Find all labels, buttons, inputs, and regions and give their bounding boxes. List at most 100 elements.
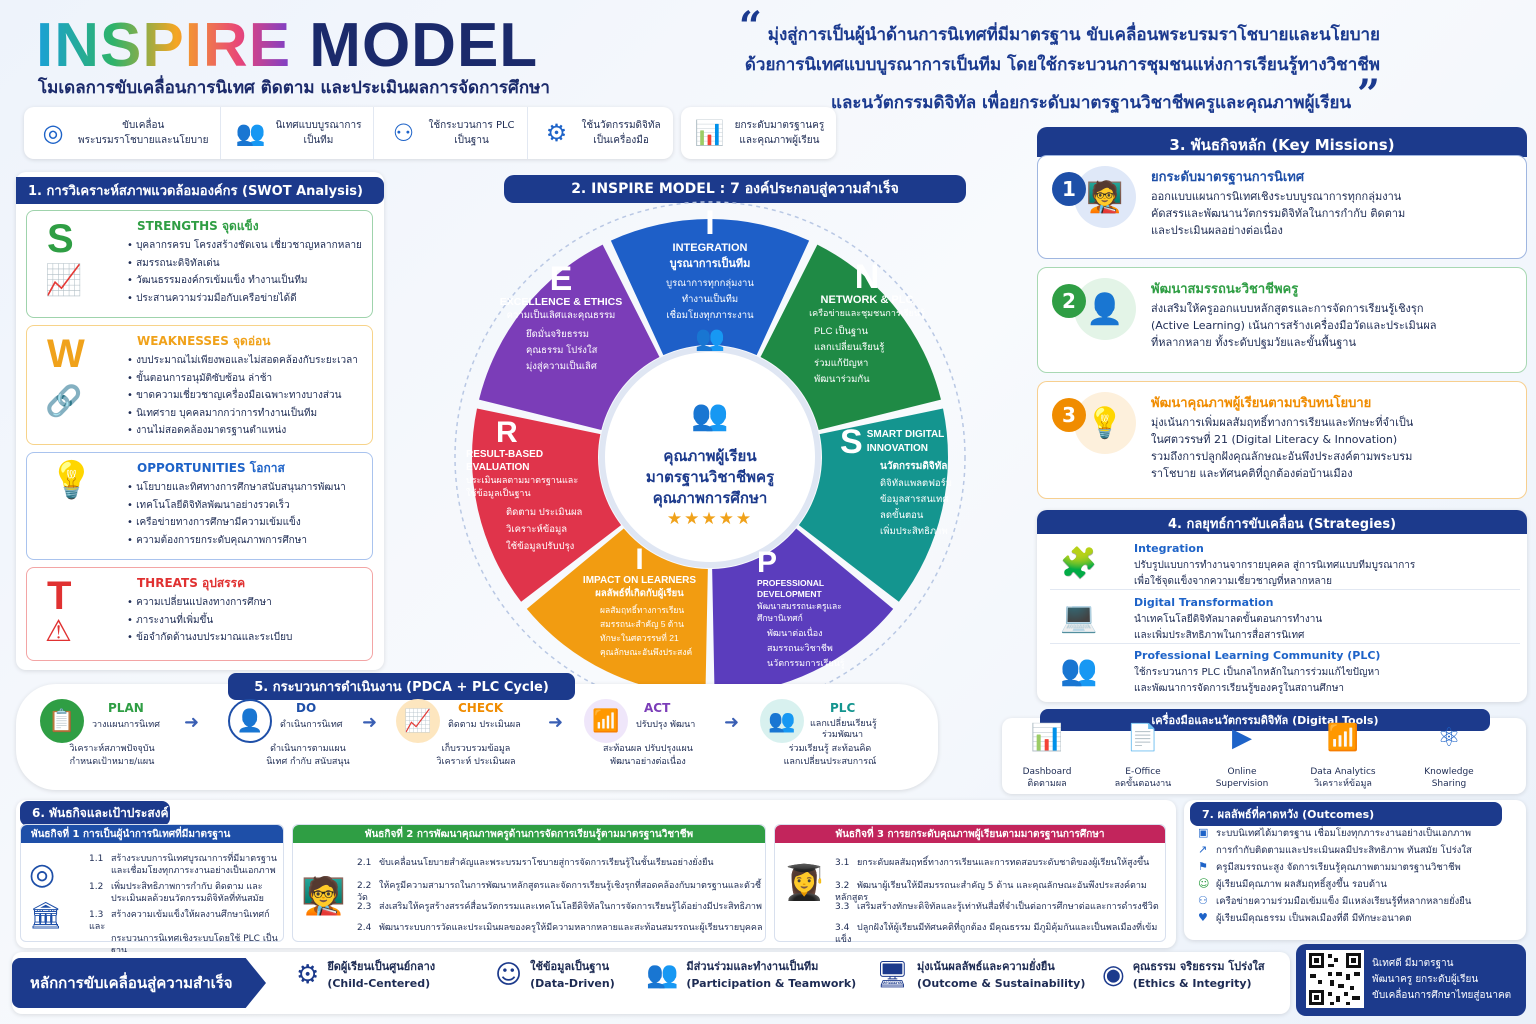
- lightbulb-icon: 💡: [49, 460, 94, 501]
- dashboard-icon: 📊: [1030, 723, 1064, 753]
- close-quote-icon: ”: [1356, 71, 1380, 118]
- wheel-center: [599, 346, 821, 568]
- list-item: เพิ่มประสิทธิภาพ: [880, 526, 948, 537]
- swot-opportunities: 💡 OPPORTUNITIES โอกาส นโยบายและทิศทางการ…: [26, 452, 373, 560]
- swot-threats: T ⚠ THREATS อุปสรรค ความเปลี่ยนแปลงทางกา…: [26, 567, 373, 661]
- list-item: ลดขั้นตอน: [880, 510, 924, 521]
- list-item: ความเปลี่ยนแปลงทางการศึกษา: [127, 594, 292, 612]
- page-title: INSPIRE MODEL: [36, 11, 539, 80]
- segment-integration: I INTEGRATION บูรณาการเป็นทีม บูรณาการทุ…: [640, 206, 780, 353]
- list-item: ทำงานเป็นทีม: [681, 294, 739, 305]
- outcomes-header: 7. ผลลัพธ์ที่คาดหวัง (Outcomes): [1190, 802, 1502, 826]
- list-item: ดิจิทัลแพลตฟอร์ม: [880, 478, 952, 489]
- list-item: วัฒนธรรมองค์กรเข้มแข็ง ทำงานเป็นทีม: [127, 272, 362, 290]
- qr-code-icon: [1306, 950, 1364, 1008]
- child-icon: ⚙: [296, 960, 320, 990]
- principle-outcome: 🖥 มุ่งเน้นผลลัพธ์และความยั่งยืน(Outcome …: [876, 960, 1086, 990]
- principle-teamwork: 👥 มีส่วนร่วมและทำงานเป็นทีม(Participatio…: [646, 960, 857, 990]
- list-item: ติดตาม ประเมินผล: [506, 507, 583, 518]
- list-item: ประสานความร่วมมือกับเครือข่ายได้ดี: [127, 290, 362, 308]
- segment-professional: P PROFESSIONAL DEVELOPMENT พัฒนาสมรรถนะค…: [757, 548, 877, 671]
- pill-standard: 📊 ยกระดับมาตรฐานครูและคุณภาพผู้เรียน: [681, 107, 837, 159]
- center-line-2: มาตรฐานวิชาชีพครู: [645, 468, 775, 486]
- students-icon: 👥: [691, 398, 729, 433]
- team-icon: 👥: [695, 325, 725, 352]
- arrow-right-icon: ➜: [184, 712, 200, 733]
- list-item: สมรรถนะดิจิทัลเด่น: [127, 255, 362, 273]
- list-item: เครือข่ายทางการศึกษามีความเข้มแข็ง: [127, 514, 346, 532]
- network-icon: ⚇: [392, 119, 415, 147]
- tools-header: เครื่องมือและนวัตกรรมดิจิทัล (Digital To…: [1040, 709, 1490, 731]
- system-icon: ▣: [1198, 826, 1209, 839]
- chart-icon: 📶: [584, 699, 628, 743]
- list-item: เชื่อมโยงทุกภาระงาน: [666, 310, 754, 321]
- swot-header: 1. การวิเคราะห์สภาพแวดล้อมองค์กร (SWOT A…: [16, 177, 384, 204]
- star-rating: ★★★★★: [666, 509, 754, 529]
- list-item: พัฒนาร่วมกัน: [814, 374, 870, 385]
- pdca-do: 👤 DO ดำเนินการนิเทศ ดำเนินการตามแผน นิเท…: [228, 697, 368, 769]
- arrow-right-icon: ➜: [362, 712, 378, 733]
- pill-team: 👥 นิเทศแบบบูรณาการเป็นทีม: [221, 107, 375, 159]
- puzzle-icon: 🧩: [1060, 546, 1098, 581]
- tool-eoffice: 📄 E-Office ลดขั้นตอนงาน: [1098, 723, 1188, 790]
- outcome-item: ↗การกำกับติดตามและประเมินผลมีประสิทธิภาพ…: [1198, 843, 1472, 856]
- team-icon: 👥: [235, 119, 266, 147]
- list-item: งบประมาณไม่เพียงพอและไม่สอดคล้องกับระยะเ…: [127, 352, 358, 370]
- principle-pills: ◎ ขับเคลื่อนพระบรมราโชบายและนโยบาย 👥 นิเ…: [24, 107, 837, 159]
- slogan-text: นิเทศดี มีมาตรฐาน พัฒนาครู ยกระดับผู้เรี…: [1372, 958, 1512, 1001]
- goal-group-2: พันธกิจที่ 2 การพัฒนาคุณภาพครูด้านการจัด…: [292, 824, 766, 942]
- chain-link-icon: 🔗: [45, 384, 83, 419]
- student-idea-icon: 💡: [1074, 392, 1136, 454]
- list-item: ขั้นตอนการอนุมัติซับซ้อน ล่าช้า: [127, 370, 358, 388]
- list-item: บูรณาการทุกกลุ่มงาน: [666, 278, 754, 289]
- list-item: เทคโนโลยีดิจิทัลพัฒนาอย่างรวดเร็ว: [127, 497, 346, 515]
- ethics-icon: ◉: [1102, 960, 1125, 990]
- principles-header: หลักการขับเคลื่อนสู่ความสำเร็จ: [12, 958, 266, 1008]
- list-item: ขาดความเชี่ยวชาญเครื่องมือเฉพาะทางบางส่ว…: [127, 387, 358, 405]
- list-item: PLC เป็นฐาน: [814, 326, 868, 337]
- list-item: ความต้องการยกระดับคุณภาพการศึกษา: [127, 532, 346, 550]
- inspire-wheel: [454, 201, 966, 705]
- wheel-segment-excellence-ethics: [479, 244, 660, 430]
- wheel-segment-integration: [610, 219, 810, 356]
- growth-chart-icon: 📈: [45, 263, 83, 298]
- segment-impact: I IMPACT ON LEARNERS ผลลัพธ์ที่เกิดกับผู…: [572, 545, 707, 659]
- swot-strengths: S 📈 STRENGTHS จุดแข็ง บุคลากรครบ โครงสร้…: [26, 210, 373, 318]
- checklist-icon: 📋: [40, 699, 84, 743]
- pill-policy: ◎ ขับเคลื่อนพระบรมราโชบายและนโยบาย: [24, 107, 222, 159]
- bar-chart-icon: 📶: [1326, 723, 1360, 753]
- page-subtitle: โมเดลการขับเคลื่อนการนิเทศ ติดตาม และประ…: [38, 78, 550, 98]
- wheel-segment-network-plc: [760, 244, 941, 430]
- heart-icon: ♥: [1198, 911, 1208, 924]
- video-icon: ▶: [1232, 723, 1252, 753]
- principle-child-centered: ⚙ ยึดผู้เรียนเป็นศูนย์กลาง(Child-Centere…: [296, 960, 436, 990]
- mission-2: 👤 2 พัฒนาสมรรถนะวิชาชีพครู ส่งเสริมให้คร…: [1037, 267, 1527, 373]
- presenter-icon: 🧑‍🏫: [301, 876, 346, 917]
- mission-3: 💡 3 พัฒนาคุณภาพผู้เรียนตามบริบทนโยบาย มุ…: [1037, 381, 1527, 499]
- arrow-right-icon: ➜: [724, 712, 740, 733]
- tool-dashboard: 📊 Dashboard ติดตามผล: [1002, 723, 1092, 790]
- principle-data-driven: ☺ ใช้ข้อมูลเป็นฐาน(Data-Driven): [495, 960, 615, 990]
- segment-network: N NETWORK & PLC เครือข่ายและชุมชนการเรีย…: [802, 260, 932, 388]
- document-icon: 📄: [1126, 723, 1160, 753]
- outcome-item: ♥ผู้เรียนมีคุณธรรม เป็นพลเมืองที่ดี มีทั…: [1198, 911, 1412, 924]
- outcome-item: ☺ผู้เรียนมีคุณภาพ ผลสัมฤทธิ์สูงขึ้น รอบด…: [1198, 877, 1387, 890]
- tool-online: ▶ Online Supervision: [1197, 723, 1287, 790]
- list-item: ยึดมั่นจริยธรรม: [526, 329, 589, 340]
- laptop-icon: 💻: [1060, 600, 1098, 635]
- share-icon: ⚛: [1437, 723, 1461, 753]
- list-item: บุคลากรครบ โครงสร้างชัดเจน เชี่ยวชาญหลาก…: [127, 237, 362, 255]
- list-item: มุ่งสู่ความเป็นเลิศ: [526, 361, 597, 372]
- mission-1: 🧑‍🏫 1 ยกระดับมาตรฐานการนิเทศ ออกแบบแผนกา…: [1037, 155, 1527, 259]
- list-item: สมรรถนะวิชาชีพ: [767, 643, 833, 653]
- learner-icon: 👤: [1074, 278, 1136, 340]
- list-item: ข้อจำกัดด้านงบประมาณและระเบียบ: [127, 629, 292, 647]
- wheel-segment-smart-digital-innovation: [798, 408, 948, 602]
- wheel-segment-impact-on-learners: [526, 528, 708, 695]
- list-item: ร่วมแก้ปัญหา: [814, 358, 869, 369]
